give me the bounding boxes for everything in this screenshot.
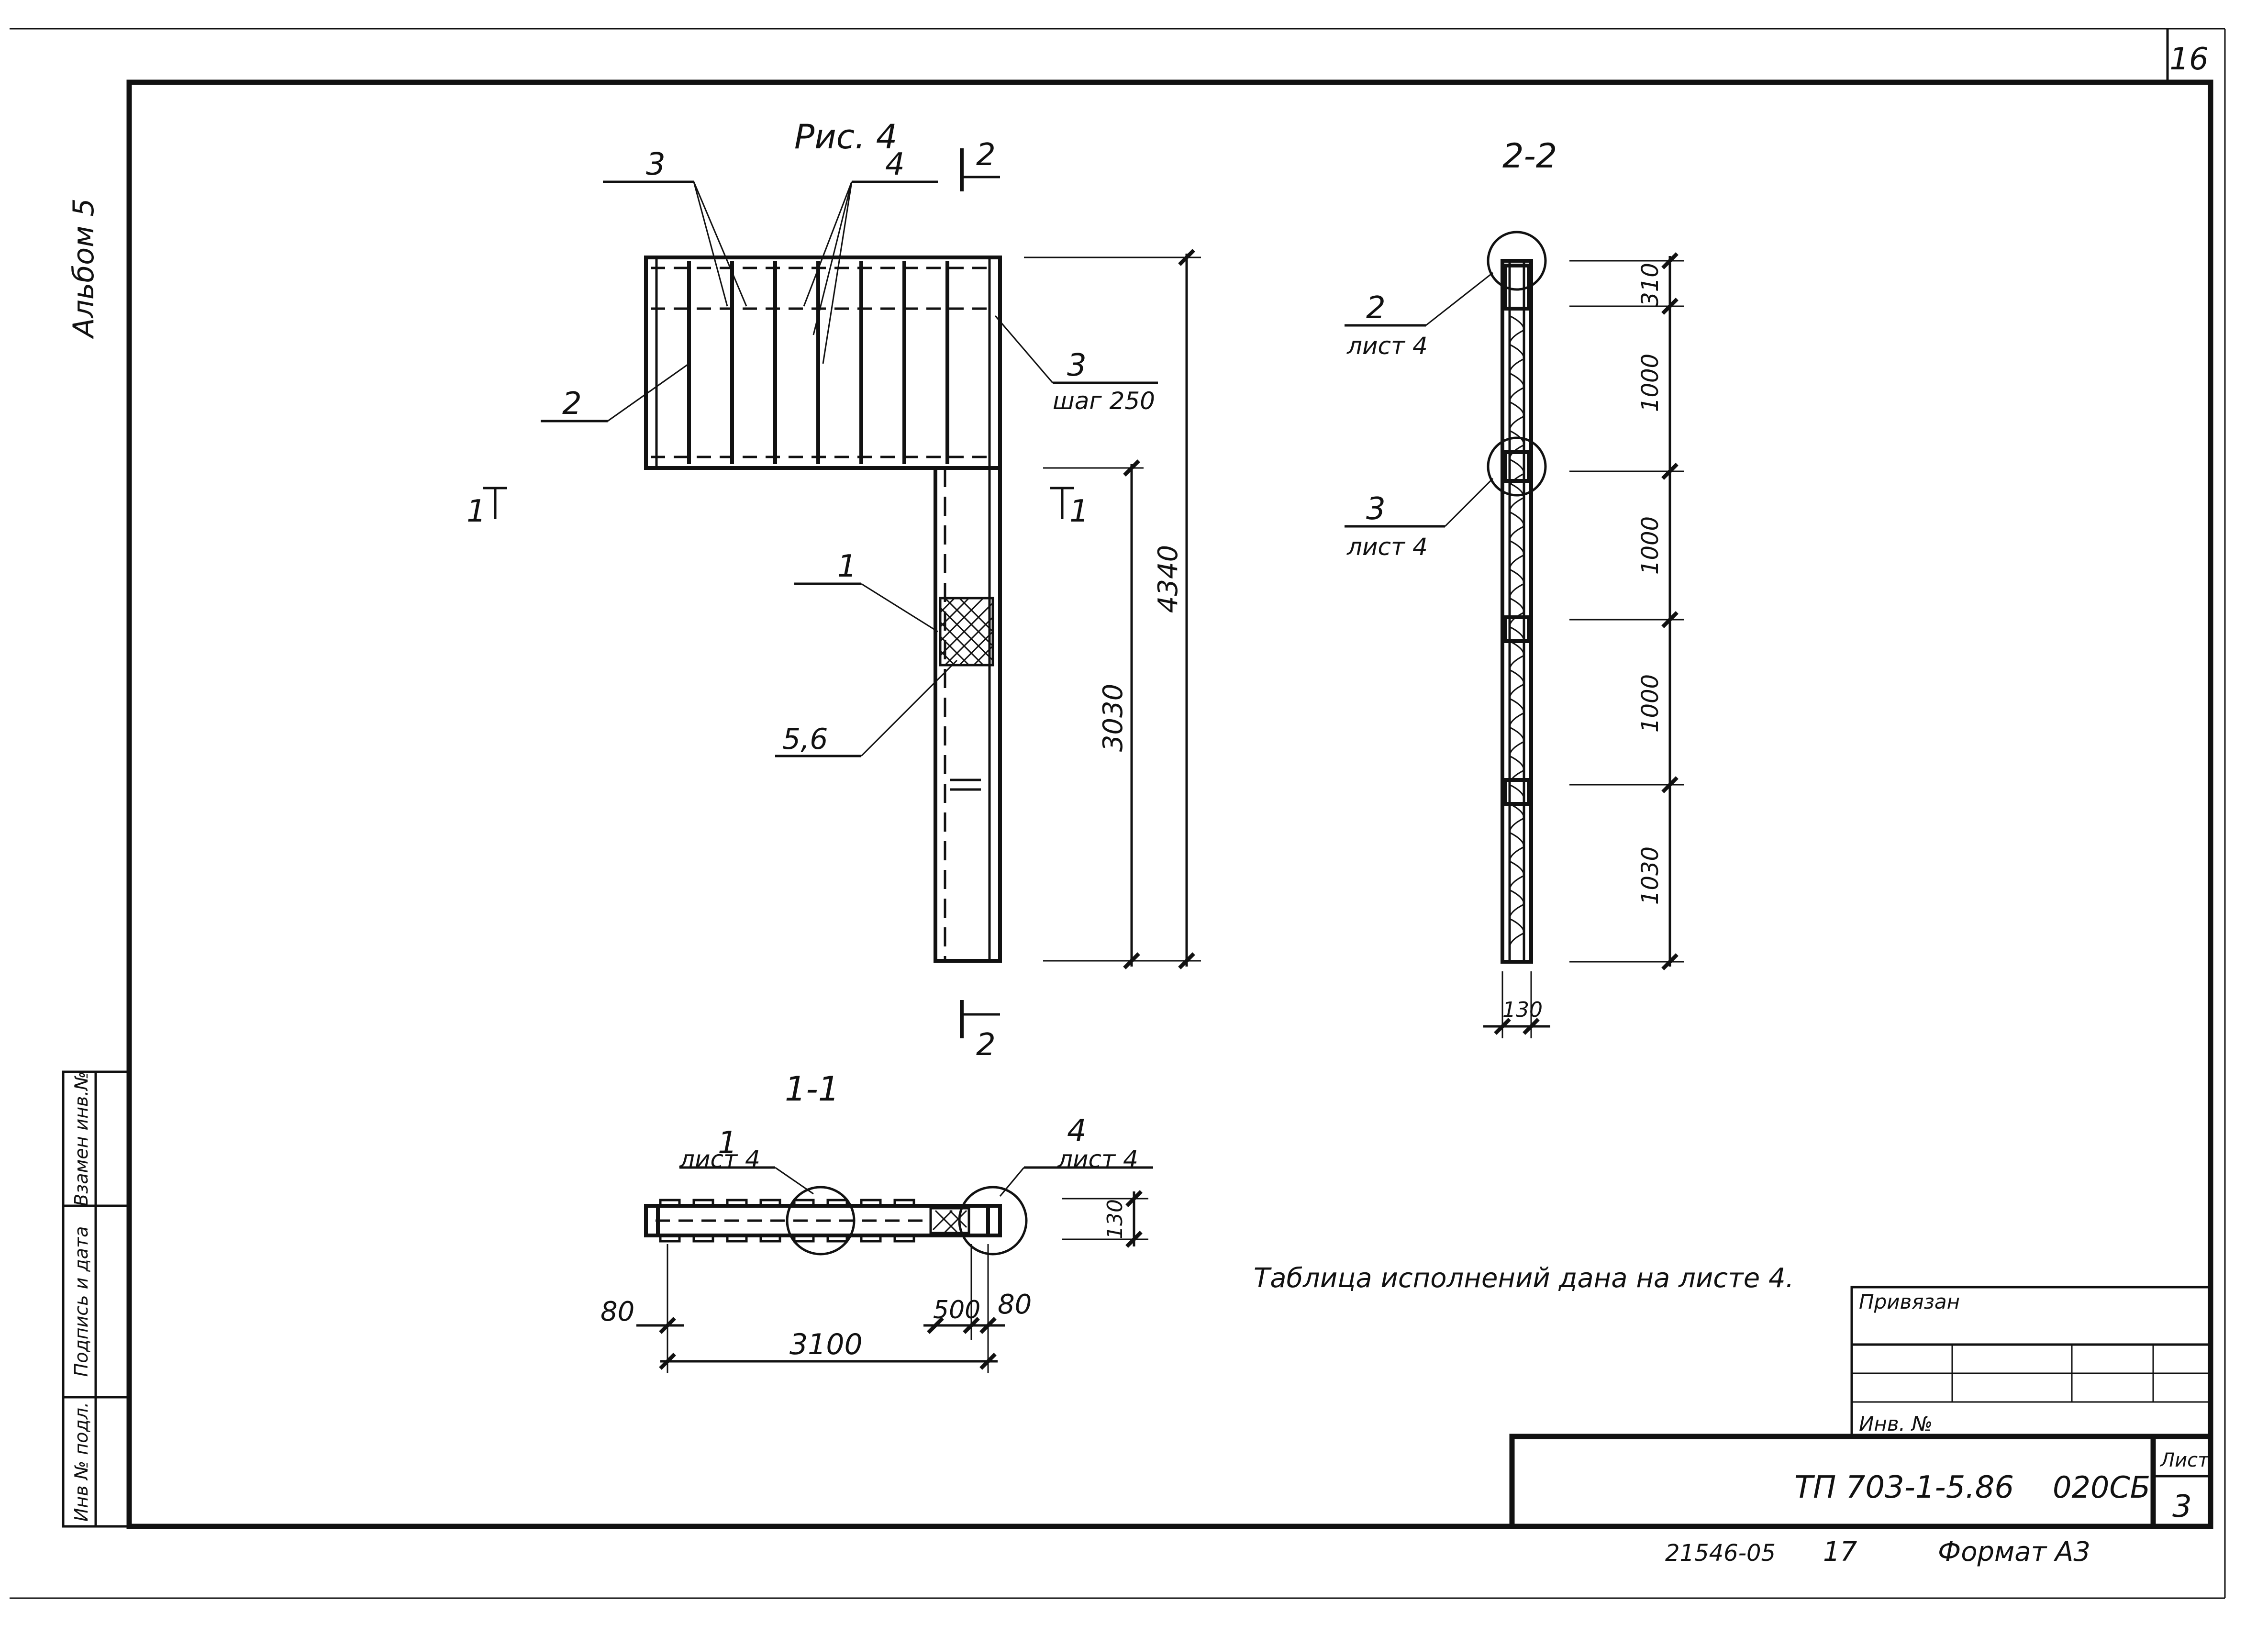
note-text: Таблица исполнений дана на листе 4. (1254, 1263, 1794, 1294)
plan-leaders: 3 4 2 3 шаг 250 1 5,6 (541, 147, 1158, 757)
list-label: Лист (2159, 1449, 2210, 1471)
callout-2-num: 2 (1366, 290, 1386, 326)
callout-2-sub: лист 4 (1346, 332, 1428, 360)
leader-3-top-label: 3 (646, 147, 666, 182)
section-2-2-dimensions: 310 1000 1000 1000 1030 130 (1483, 252, 1684, 1038)
dim-130-height: 130 (1103, 1199, 1127, 1239)
section-1-1-view (644, 1186, 1028, 1256)
section-2-marks: 2 2 (960, 137, 1000, 1063)
leader-4-label: 4 (885, 147, 905, 182)
footer-copy-no: 17 (1823, 1536, 1857, 1568)
dim-3030: 3030 (1098, 684, 1129, 752)
dim-80-left: 80 (600, 1296, 634, 1327)
section-1-1-title: 1-1 (785, 1069, 839, 1109)
privyazan-label: Привязан (1859, 1290, 1960, 1313)
figure-title: Рис. 4 (794, 117, 897, 156)
section-mark-1-right: 1 (1069, 494, 1089, 529)
stamp-inv-podl: Инв № подл. (71, 1402, 92, 1522)
callout-3-sub: лист 4 (1346, 533, 1428, 561)
list-number: 3 (2172, 1489, 2192, 1524)
drawing-frame (126, 79, 2213, 1529)
section-1-1-callouts: 1 лист 4 4 лист 4 (679, 1113, 1153, 1197)
plan-dimensions: 4340 3030 (1024, 249, 1201, 969)
section-1-marks: 1 1 (467, 487, 1089, 529)
dim-1000-c: 1000 (1637, 674, 1664, 733)
dim-1030: 1030 (1637, 846, 1664, 905)
stamp-podpis-data: Подпись и дата (71, 1226, 92, 1377)
dim-310: 310 (1637, 263, 1664, 307)
callout-1-sub: лист 4 (679, 1146, 760, 1173)
dim-3100: 3100 (789, 1328, 863, 1361)
dim-1000-a: 1000 (1637, 354, 1664, 412)
title-block: Привязан Инв. № ТП 703-1-5.86 020СБ Лист… (1509, 1286, 2213, 1529)
section-mark-1-left: 1 (467, 494, 486, 529)
footer-format: Формат А3 (1938, 1536, 2090, 1568)
callout-3-num: 3 (1366, 491, 1386, 527)
section-2-2-callouts: 2 лист 4 3 лист 4 (1345, 272, 1494, 561)
section-mark-2-top: 2 (976, 137, 996, 173)
doc-code: ТП 703-1-5.86 (1794, 1470, 2014, 1505)
section-2-2-title: 2-2 (1502, 136, 1557, 176)
callout-4-num: 4 (1067, 1113, 1087, 1149)
section-1-1-dimensions: 80 500 80 3100 130 (600, 1190, 1148, 1373)
stamp-vzamen: Взамен инв.№ (71, 1071, 92, 1206)
leader-3-right-label: 3 (1067, 348, 1087, 383)
doc-suffix: 020СБ (2053, 1470, 2150, 1505)
dim-4340: 4340 (1153, 545, 1184, 613)
leader-1-label: 1 (837, 549, 857, 584)
leader-2-label: 2 (562, 386, 582, 422)
leader-3-right-sub: шаг 250 (1053, 387, 1155, 415)
leader-5-6-label: 5,6 (782, 723, 828, 756)
callout-1-num: 1 (718, 1125, 737, 1161)
dim-1000-b: 1000 (1637, 516, 1664, 575)
callout-4-sub: лист 4 (1057, 1146, 1138, 1173)
plan-view (644, 256, 1002, 963)
section-2-2-view (1487, 231, 1547, 964)
dim-80-right: 80 (998, 1289, 1032, 1320)
dim-500: 500 (933, 1296, 980, 1324)
dim-130-width: 130 (1502, 998, 1543, 1022)
sheet-corner-number: 16 (2169, 42, 2208, 77)
section-mark-2-bottom: 2 (976, 1027, 996, 1063)
inv-no-label: Инв. № (1859, 1412, 1933, 1435)
album-label: Альбом 5 (67, 199, 100, 340)
left-stamp: Инв № подл. Подпись и дата Взамен инв.№ (62, 1070, 131, 1528)
footer-order-no: 21546-05 (1665, 1540, 1776, 1567)
